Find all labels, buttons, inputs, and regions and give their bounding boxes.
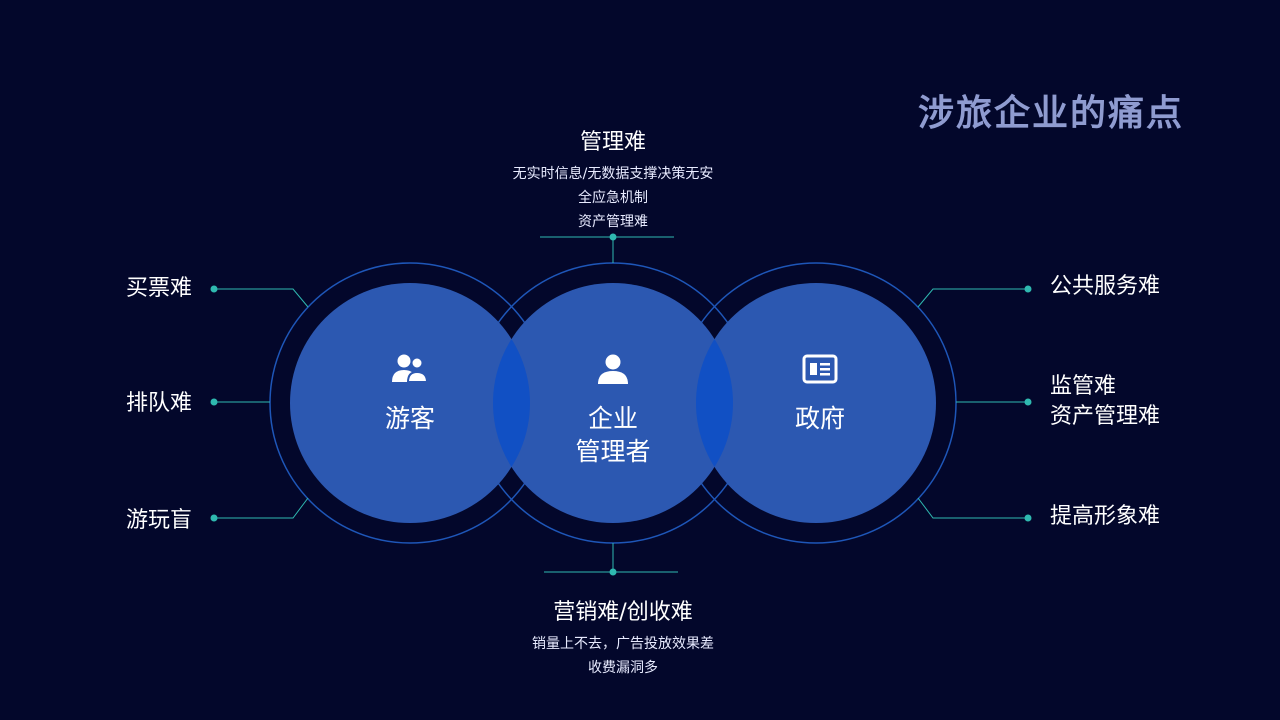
bottom-pain-head: 营销难/创收难 (553, 600, 693, 625)
connector-dot (1024, 398, 1032, 406)
connector-left-bottom (214, 497, 309, 519)
circle-enterprise-label-line1: 企业 (587, 404, 638, 433)
top-pain-line: 全应急机制 (578, 190, 648, 206)
circle-government-content: 政府 (720, 354, 920, 435)
connector-dot (210, 514, 218, 522)
circle-enterprise-label-line2: 管理者 (575, 437, 651, 466)
circle-tourist (290, 283, 530, 523)
bottom-pain-block: 营销难/创收难 销量上不去，广告投放效果差 收费漏洞多 (473, 594, 773, 680)
left-point-touring: 游玩盲 (125, 508, 192, 533)
connector-right-bottom (917, 497, 1028, 519)
right-point-supervision: 监管难 资产管理难 (1050, 372, 1160, 432)
top-pain-head: 管理难 (579, 130, 646, 155)
left-point-queue: 排队难 (125, 391, 192, 416)
top-pain-block: 管理难 无实时信息/无数据支撑决策无安 全应急机制 资产管理难 (463, 124, 763, 234)
bottom-pain-line: 收费漏洞多 (588, 660, 658, 676)
right-point-image: 提高形象难 (1050, 504, 1161, 529)
connector-dot (210, 398, 218, 406)
id-card-icon (720, 354, 920, 392)
user-icon (513, 354, 713, 392)
left-point-ticket: 买票难 (125, 276, 192, 301)
circle-government-label: 政府 (794, 404, 845, 433)
right-point-public-service: 公共服务难 (1050, 274, 1161, 299)
connector-dot (609, 568, 617, 576)
circle-enterprise-content: 企业 管理者 (513, 354, 713, 468)
top-pain-line: 资产管理难 (578, 214, 648, 230)
circle-tourist-content: 游客 (310, 354, 510, 435)
right-point-line: 资产管理难 (1050, 404, 1161, 429)
circle-enterprise (493, 283, 733, 523)
slide-title: 涉旅企业的痛点 (918, 93, 1185, 134)
connector-dot (1024, 285, 1032, 293)
circle-government (696, 283, 936, 523)
connector-left-top (214, 288, 309, 308)
right-point-line: 监管难 (1050, 374, 1117, 399)
connector-dot (210, 285, 218, 293)
users-icon (310, 354, 510, 392)
connector-dot (609, 233, 617, 241)
top-pain-line: 无实时信息/无数据支撑决策无安 (512, 166, 714, 182)
connector-dot (1024, 514, 1032, 522)
circle-tourist-label: 游客 (384, 404, 435, 433)
bottom-pain-line: 销量上不去，广告投放效果差 (532, 636, 714, 652)
connector-right-top (917, 288, 1028, 308)
